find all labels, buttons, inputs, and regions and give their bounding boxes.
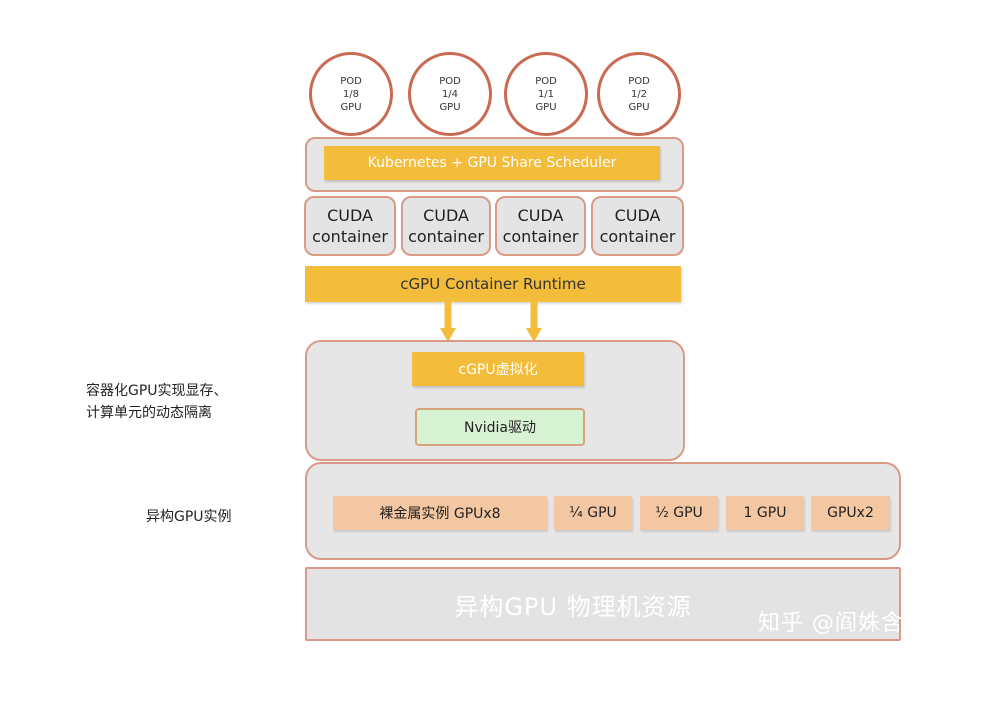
pod-circle: POD 1/2 GPU (597, 52, 681, 136)
pod-circle: POD 1/8 GPU (309, 52, 393, 136)
cuda-container-box: CUDA container (495, 196, 586, 256)
instance-description: 异构GPU实例 (146, 509, 232, 525)
cgpu-virtualization-box: cGPU虚拟化 (412, 352, 584, 386)
down-arrow-icon (440, 300, 456, 342)
container-runtime-label: cGPU Container Runtime (400, 275, 586, 293)
pod-circle: POD 1/4 GPU (408, 52, 492, 136)
instance-box: ¼ GPU (554, 496, 632, 530)
cgpu-virtualization-label: cGPU虚拟化 (458, 362, 538, 378)
cuda-container-box: CUDA container (304, 196, 396, 256)
instance-box: ½ GPU (640, 496, 718, 530)
isolation-description: 容器化GPU实现显存、 计算单元的动态隔离 (86, 380, 286, 424)
instance-box: 1 GPU (726, 496, 804, 530)
nvidia-driver-label: Nvidia驱动 (463, 420, 536, 436)
watermark: 知乎 @阎姝含 (758, 611, 904, 636)
nvidia-driver-box: Nvidia驱动 (415, 408, 585, 446)
instance-box: 裸金属实例 GPUx8 (333, 496, 547, 530)
physical-resource-label: 异构GPU 物理机资源 (454, 592, 692, 621)
container-runtime-bar: cGPU Container Runtime (305, 266, 681, 302)
scheduler-label: Kubernetes + GPU Share Scheduler (367, 155, 617, 171)
down-arrow-icon (526, 300, 542, 342)
cuda-container-box: CUDA container (591, 196, 684, 256)
physical-resource-bar: 异构GPU 物理机资源 (305, 567, 901, 641)
scheduler-box: Kubernetes + GPU Share Scheduler (324, 146, 660, 180)
instance-box: GPUx2 (811, 496, 890, 530)
isolation-description-line1: 容器化GPU实现显存、 (86, 383, 228, 399)
isolation-description-line2: 计算单元的动态隔离 (86, 405, 212, 421)
cuda-container-box: CUDA container (401, 196, 491, 256)
pod-circle: POD 1/1 GPU (504, 52, 588, 136)
